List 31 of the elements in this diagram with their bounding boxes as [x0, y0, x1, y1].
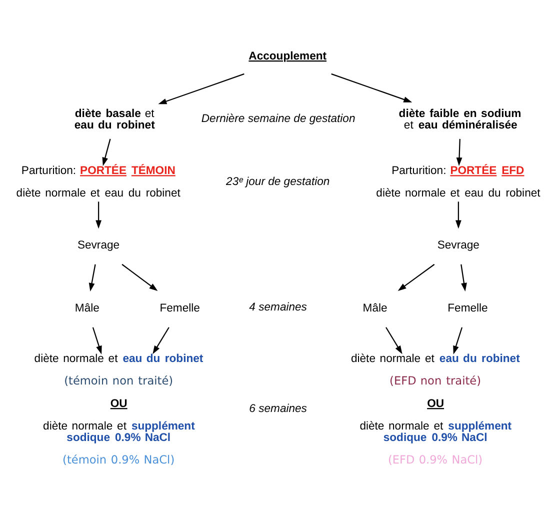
node-text: diète normale et eau du robinet (témoin non traité) OU diète normale et supplément sodique 0.9% NaCl (témoin 0.9% NaCl)	[34, 352, 204, 467]
node-text: Mâle	[362, 302, 388, 314]
arrow	[96, 202, 102, 229]
arrow	[455, 202, 462, 229]
node-text: diète basale et eau du robinet	[74, 108, 155, 132]
arrow	[398, 264, 435, 291]
node-text: Sevrage	[77, 240, 120, 252]
arrow	[456, 138, 462, 166]
arrow	[102, 138, 111, 166]
arrow	[122, 264, 158, 291]
arrow	[92, 327, 102, 354]
arrow	[152, 327, 170, 354]
arrow	[453, 327, 463, 354]
arrow	[331, 73, 412, 102]
node-text: diète normale et eau du robinet (EFD non traité) OU diète normale et supplément sodique 0.9% NaCl (EFD 0.9% NaCl)	[350, 352, 520, 467]
node-text: Parturition: PORTÉE TÉMOIN diète normale et eau du robinet	[16, 165, 180, 200]
node-text: Femelle	[448, 302, 488, 314]
label: 4 semaines	[249, 301, 307, 314]
node-text: Mâle	[74, 302, 100, 314]
arrow	[386, 327, 402, 354]
arrow	[460, 264, 467, 292]
node-text: Parturition: PORTÉE EFD diète normale et eau du robinet	[376, 165, 540, 200]
node-text: Sevrage	[437, 240, 480, 252]
label: 6 semaines	[249, 403, 307, 416]
arrow	[88, 264, 96, 292]
node-text: Accouplement	[248, 50, 327, 62]
label: Dernière semaine de gestation	[201, 113, 356, 126]
node-text: Femelle	[160, 302, 200, 314]
node-text: diète faible en sodium et eau déminéralisée	[398, 108, 522, 132]
label: 23ᵉ jour de gestation	[226, 176, 330, 188]
arrow	[158, 73, 244, 104]
